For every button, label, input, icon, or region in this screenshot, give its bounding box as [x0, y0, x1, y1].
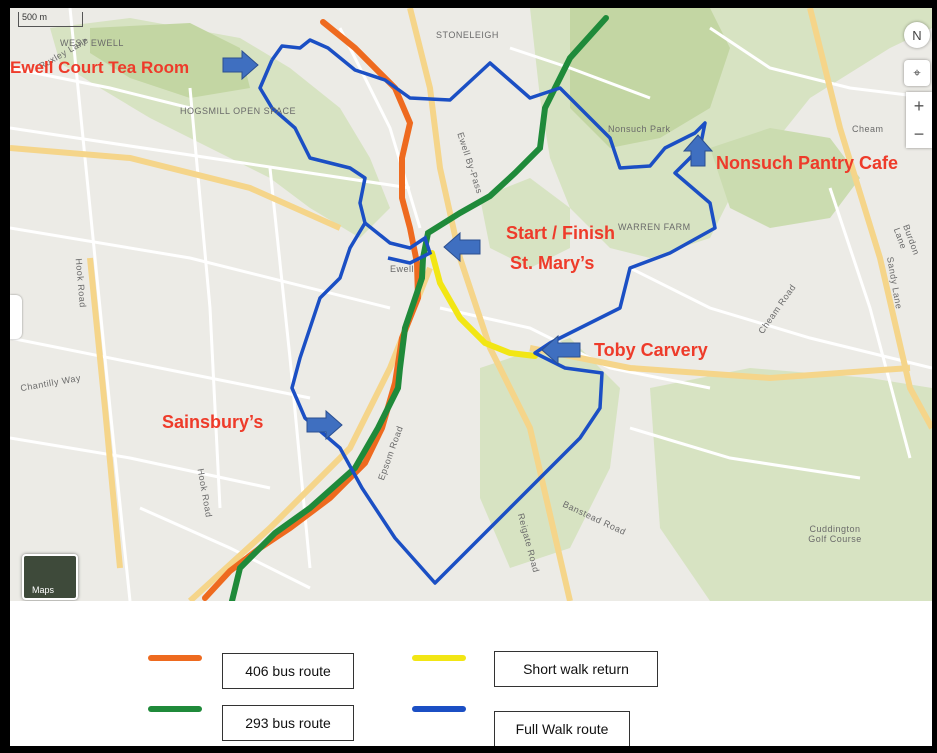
- place-label-cuddington: Cuddington Golf Course: [808, 524, 862, 544]
- map-view[interactable]: 500 m N ⌖ + − Maps WEST EWELL STONELEIGH…: [10, 8, 932, 601]
- locate-button[interactable]: ⌖: [904, 60, 930, 86]
- figure-frame: 500 m N ⌖ + − Maps WEST EWELL STONELEIGH…: [10, 8, 932, 746]
- callout-nonsuch: Nonsuch Pantry Cafe: [716, 153, 899, 173]
- legend-label-short-walk: Short walk return: [494, 651, 658, 687]
- legend-swatch-full-walk: [412, 706, 466, 712]
- arrow-ewell-court: [222, 49, 259, 81]
- place-label-cheam: Cheam: [852, 124, 884, 134]
- zoom-in-button[interactable]: +: [906, 92, 932, 120]
- arrow-sainsburys: [306, 409, 343, 441]
- place-label-west-ewell: WEST EWELL: [60, 38, 124, 48]
- legend-swatch-293: [148, 706, 202, 712]
- main-roads: [10, 8, 932, 601]
- map-canvas: [10, 8, 932, 601]
- place-label-ewell: Ewell: [390, 264, 415, 274]
- woodland: [90, 8, 730, 148]
- place-label-warren-farm: WARREN FARM: [618, 222, 691, 232]
- pointer-arrows: [222, 49, 714, 441]
- maps-layer-button[interactable]: Maps: [22, 554, 78, 600]
- route-full-walk-line: [258, 38, 717, 585]
- place-label-stoneleigh: STONELEIGH: [436, 30, 499, 40]
- callout-sainsburys: Sainsbury’s: [162, 412, 264, 432]
- callout-start-finish: Start / Finish: [506, 223, 616, 243]
- legend-swatch-short-walk: [412, 655, 466, 661]
- legend-swatch-406: [148, 655, 202, 661]
- zoom-out-button[interactable]: −: [906, 120, 932, 148]
- zoom-controls: + −: [906, 92, 932, 148]
- target-icon: ⌖: [913, 65, 921, 80]
- place-label-hogsmill: HOGSMILL OPEN SPACE: [180, 106, 297, 116]
- callout-st-marys: St. Mary’s: [510, 253, 595, 273]
- route-short-walk-line: [429, 250, 538, 359]
- arrow-start: [443, 231, 481, 263]
- place-label-nonsuch-park: Nonsuch Park: [608, 124, 671, 134]
- route-full-walk-loop: [363, 221, 433, 265]
- legend-label-406: 406 bus route: [222, 653, 354, 689]
- route-293-line: [229, 15, 609, 601]
- legend-label-293: 293 bus route: [222, 705, 354, 741]
- side-panel-handle[interactable]: [10, 295, 22, 339]
- arrow-toby: [541, 334, 581, 366]
- green-areas: [50, 8, 932, 601]
- maps-layer-label: Maps: [32, 585, 55, 595]
- legend-label-full-walk: Full Walk route: [494, 711, 630, 746]
- compass-button[interactable]: N: [904, 22, 930, 48]
- callout-toby-carvery: Toby Carvery: [594, 340, 708, 360]
- callout-ewell-court: Ewell Court Tea Room: [10, 58, 190, 77]
- arrow-nonsuch: [682, 134, 714, 167]
- scale-bar: 500 m: [18, 12, 83, 27]
